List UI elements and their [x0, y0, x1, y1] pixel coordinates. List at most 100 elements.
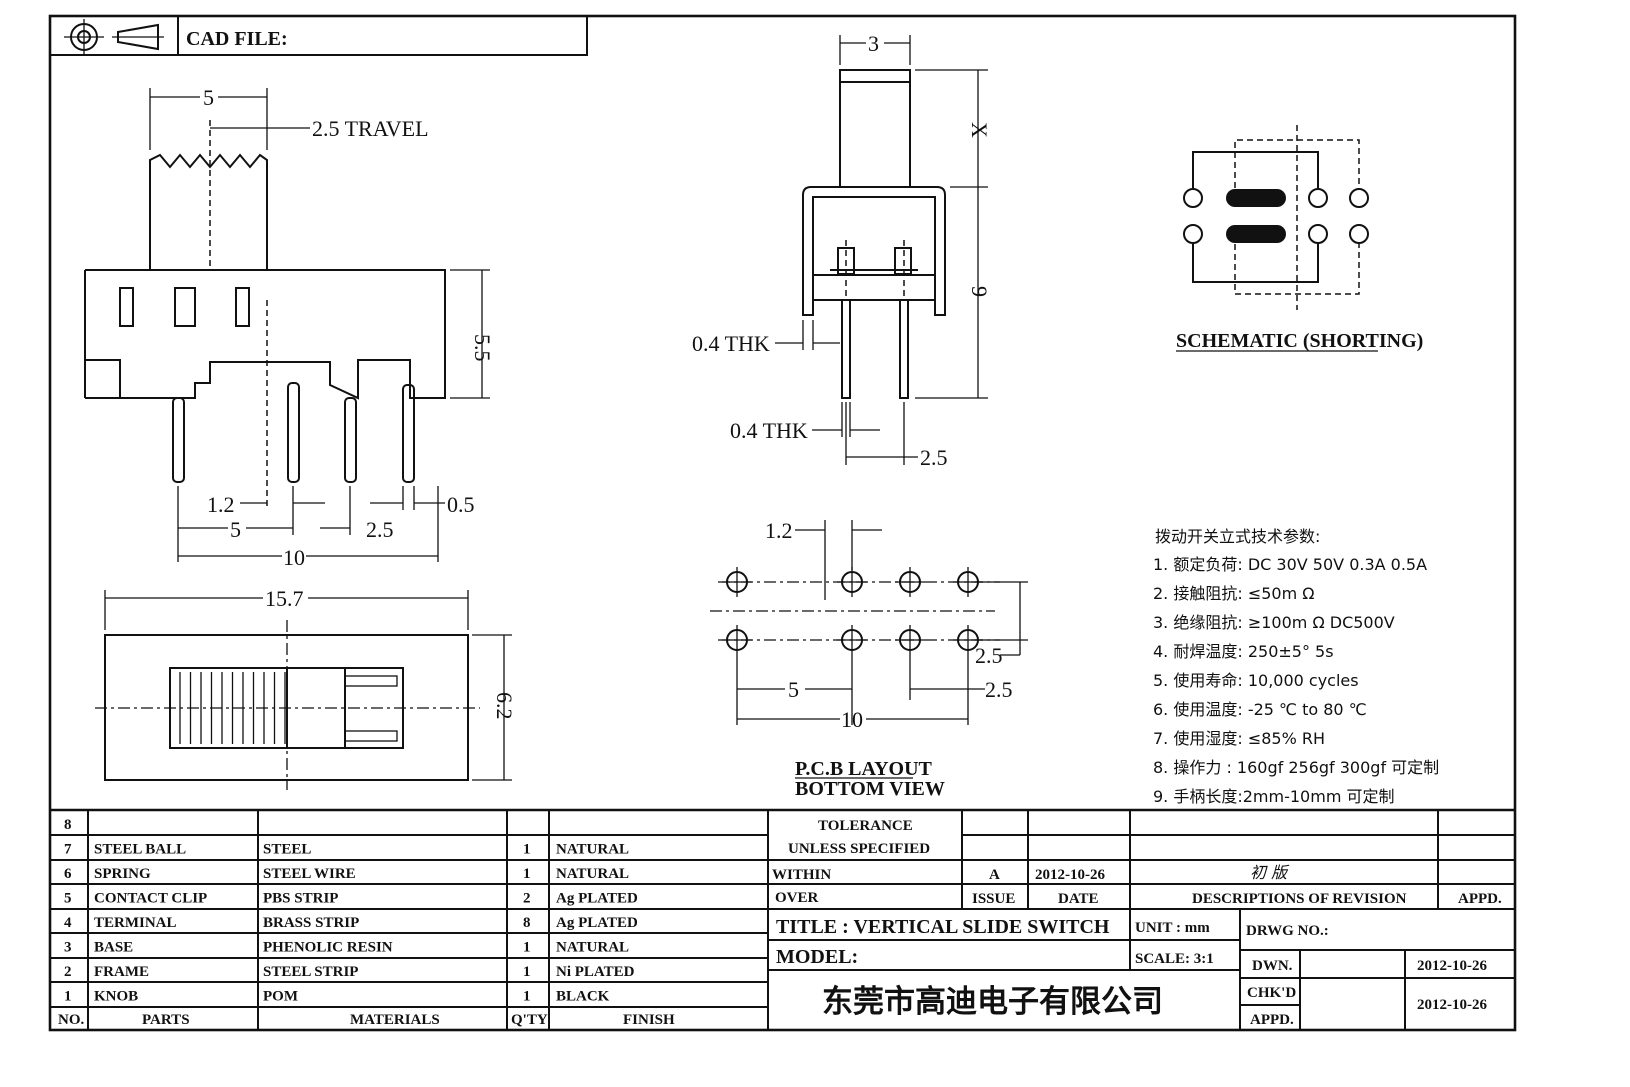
pcb-caption-line2: BOTTOM VIEW: [795, 778, 945, 800]
drwg-no-label: DRWG NO.:: [1246, 923, 1329, 939]
dim-row: 2.5: [975, 643, 1003, 668]
dim-length: 15.7: [265, 586, 304, 611]
dim-x: X: [967, 122, 992, 138]
dim-knob: 3: [868, 31, 879, 56]
scale-label: SCALE: 3:1: [1135, 951, 1214, 967]
dim-pin-gap: 1.2: [207, 492, 235, 517]
dim-travel: 2.5 TRAVEL: [312, 116, 429, 141]
drawing-title: TITLE : VERTICAL SLIDE SWITCH: [776, 916, 1110, 938]
row-finish: NATURAL: [556, 866, 629, 882]
row-no: 7: [64, 842, 72, 858]
spec-item: 5. 使用寿命: 10,000 cycles: [1153, 671, 1359, 690]
dim-height: 5.5: [470, 334, 495, 362]
title-block: TOLERANCE UNLESS SPECIFIED WITHIN OVER A…: [767, 810, 1515, 1030]
pcb-hole: [722, 567, 752, 597]
dim-pitch-5: 5: [230, 517, 241, 542]
spec-title: 拨动开关立式技术参数:: [1155, 527, 1320, 546]
dim-hole: 1.2: [765, 518, 793, 543]
over-label: OVER: [775, 890, 819, 906]
row-material: PBS STRIP: [263, 891, 338, 907]
sheet-border: [48, 14, 1517, 1032]
row-finish: Ag PLATED: [556, 915, 638, 931]
projection-symbol-icon: [64, 19, 164, 55]
row-material: STEEL WIRE: [263, 866, 356, 882]
revision-value: 初 版: [1250, 863, 1290, 882]
dwn-label: DWN.: [1252, 958, 1293, 974]
table-row: 5 CONTACT CLIP PBS STRIP 2 Ag PLATED: [64, 891, 638, 907]
row-no: 1: [64, 989, 72, 1005]
dim-total: 10: [841, 707, 863, 732]
spec-item: 3. 绝缘阻抗: ≥100m Ω DC500V: [1153, 613, 1395, 632]
spec-item: 1. 额定负荷: DC 30V 50V 0.3A 0.5A: [1153, 555, 1427, 574]
row-material: STEEL: [263, 842, 311, 858]
dim-width: 5: [203, 85, 214, 110]
row-no: 3: [64, 940, 72, 956]
row-part: BASE: [94, 940, 133, 956]
model-label: MODEL:: [776, 946, 858, 968]
header-finish: FINISH: [623, 1012, 675, 1028]
row-no: 8: [64, 817, 72, 833]
tolerance-line1: TOLERANCE: [818, 818, 913, 834]
table-row: 8: [64, 817, 72, 833]
parts-table: 8 7 STEEL BALL STEEL 1 NATURAL 6 SPRING STEEL WI…: [50, 808, 1515, 1030]
spec-list: 拨动开关立式技术参数: 1. 额定负荷: DC 30V 50V 0.3A 0.5…: [1153, 527, 1439, 806]
row-part: STEEL BALL: [94, 842, 186, 858]
row-part: KNOB: [94, 989, 138, 1005]
row-part: CONTACT CLIP: [94, 891, 207, 907]
row-no: 6: [64, 866, 72, 882]
spec-item: 7. 使用湿度: ≤85% RH: [1153, 729, 1325, 748]
chkd-date: 2012-10-26: [1417, 997, 1487, 1013]
row-no: 5: [64, 891, 72, 907]
row-qty: 1: [523, 989, 531, 1005]
row-qty: 2: [523, 891, 531, 907]
dwn-date: 2012-10-26: [1417, 958, 1487, 974]
dim-pin-thk: 0.5: [447, 492, 475, 517]
row-finish: Ag PLATED: [556, 891, 638, 907]
header-parts: PARTS: [142, 1012, 190, 1028]
spec-item: 2. 接触阻抗: ≤50m Ω: [1153, 584, 1315, 603]
row-material: POM: [263, 989, 298, 1005]
row-finish: BLACK: [556, 989, 610, 1005]
schematic-caption: SCHEMATIC (SHORTING): [1176, 330, 1423, 352]
within-label: WITHIN: [772, 867, 831, 883]
schematic: SCHEMATIC (SHORTING): [1176, 125, 1423, 352]
header-qty: Q'TY: [511, 1012, 548, 1028]
side-view: 5 2.5 TRAVEL 5.5 1.2 0.5 5 2.5 10: [84, 85, 495, 570]
row-no: 2: [64, 964, 72, 980]
chkd-label: CHK'D: [1247, 985, 1296, 1001]
row-part: TERMINAL: [94, 915, 177, 931]
row-finish: NATURAL: [556, 940, 629, 956]
spec-item: 9. 手柄长度:2mm-10mm 可定制: [1153, 787, 1395, 806]
row-finish: NATURAL: [556, 842, 629, 858]
row-no: 4: [64, 915, 72, 931]
revision-label: DESCRIPTIONS OF REVISION: [1192, 891, 1407, 907]
pcb-hole: [837, 625, 867, 655]
pcb-hole: [895, 625, 925, 655]
dim-pitch-2-5: 2.5: [985, 677, 1013, 702]
pcb-hole: [895, 567, 925, 597]
front-view: 3 X 9 0.4 THK 0.4 THK 2.5: [692, 31, 992, 470]
row-material: STEEL STRIP: [263, 964, 358, 980]
top-view: 15.7 6.2: [95, 586, 517, 790]
dim-width: 6.2: [492, 692, 517, 720]
date-value: 2012-10-26: [1035, 867, 1105, 883]
header-no: NO.: [58, 1012, 85, 1028]
row-finish: Ni PLATED: [556, 964, 635, 980]
row-part: FRAME: [94, 964, 149, 980]
row-part: SPRING: [94, 866, 151, 882]
dim-frame-thk: 0.4 THK: [692, 331, 770, 356]
tolerance-line2: UNLESS SPECIFIED: [788, 841, 930, 857]
row-qty: 1: [523, 964, 531, 980]
spec-item: 6. 使用温度: -25 ℃ to 80 ℃: [1153, 700, 1367, 719]
spec-item: 4. 耐焊温度: 250±5° 5s: [1153, 642, 1334, 661]
pcb-hole: [722, 625, 752, 655]
pcb-caption-line1: P.C.B LAYOUT: [795, 758, 933, 780]
pcb-layout: 1.2 2.5 5 2.5 10 P.C.B LAYOUT BOTTOM VIE…: [710, 518, 1028, 800]
dim-height: 9: [967, 286, 992, 297]
row-material: PHENOLIC RESIN: [263, 940, 393, 956]
pcb-hole: [837, 567, 867, 597]
